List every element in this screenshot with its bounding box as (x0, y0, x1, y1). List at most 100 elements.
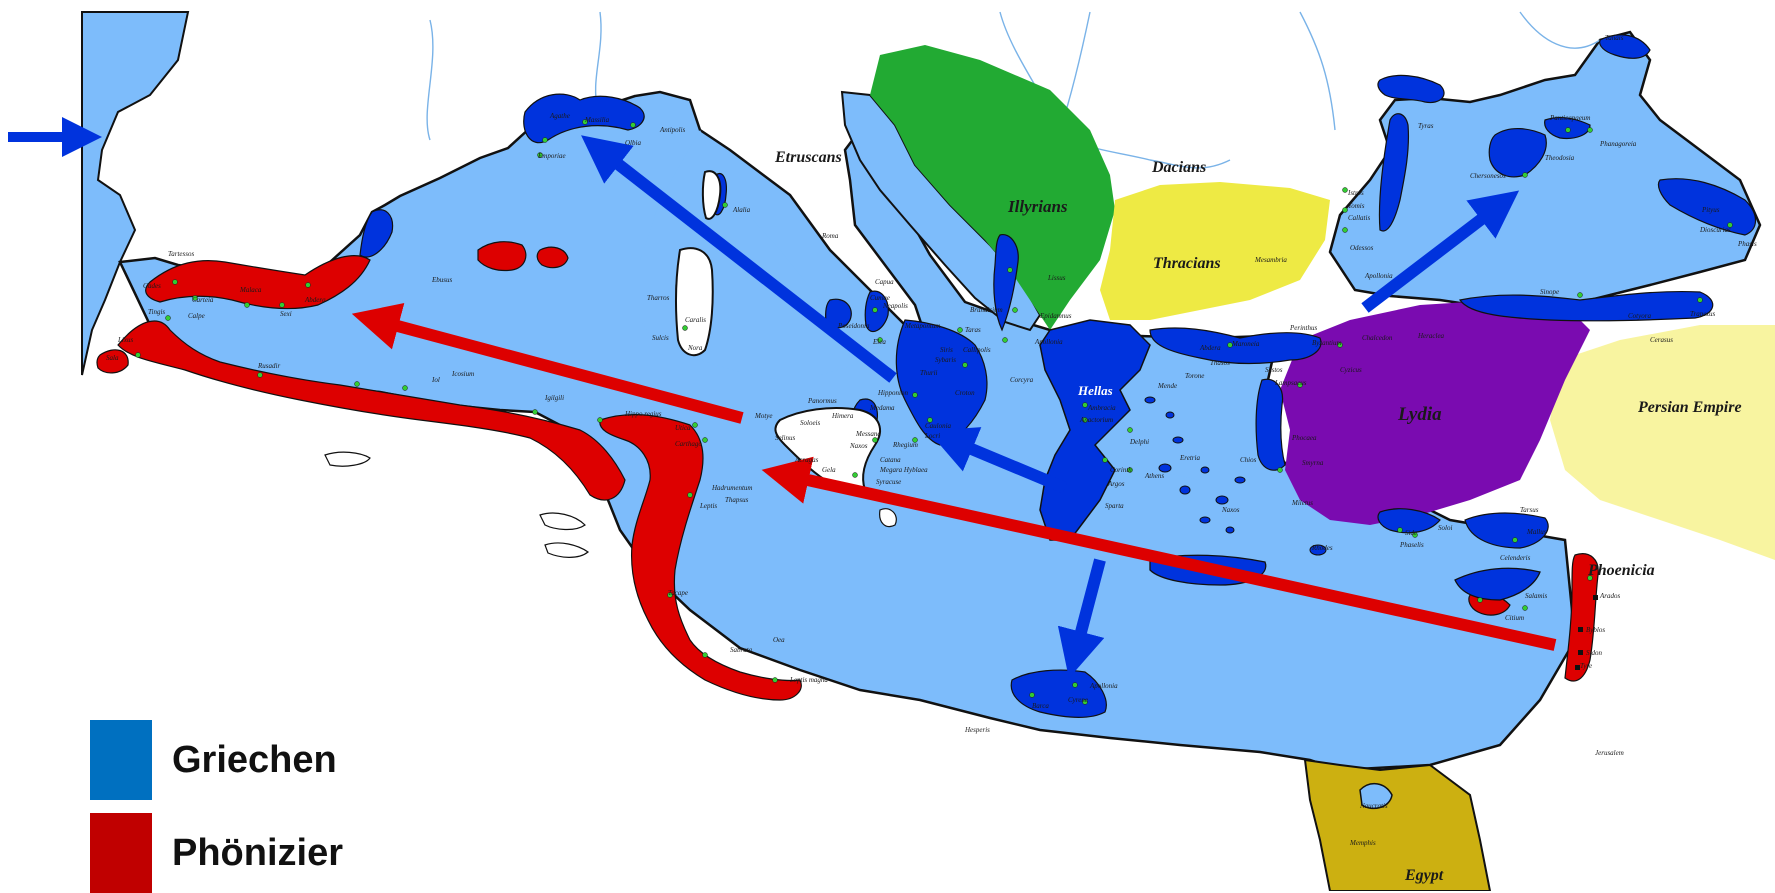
city-label: Alalia (732, 206, 751, 214)
legend-phoenicians: Phönizier (90, 813, 343, 893)
phoenician-arrow-carthage (761, 456, 1557, 651)
city-label: Phasis (1737, 240, 1757, 248)
city-label: Maroneia (1231, 340, 1260, 348)
city-label: Tacape (668, 589, 688, 597)
city-label: Memphis (1349, 839, 1376, 847)
city-label: Elea (872, 338, 886, 346)
label-persian-empire: Persian Empire (1637, 399, 1742, 416)
city-label: Olbia (625, 139, 641, 147)
city-label: Siris (940, 346, 953, 354)
city-label: Carthago (675, 440, 702, 448)
city-label: Miletus (1291, 499, 1313, 507)
city-label: Oea (773, 636, 785, 644)
city-label: Barca (1032, 702, 1049, 710)
city-label: Phanagoreia (1599, 140, 1637, 148)
label-dacians: Dacians (1151, 159, 1206, 176)
city-label: Cotyora (1628, 312, 1651, 320)
city-label: Nora (687, 344, 703, 352)
city-label: Side (1405, 529, 1417, 537)
city-label: Epidamnus (1039, 312, 1072, 320)
migration-arrows (8, 117, 1557, 679)
city-label: Byblos (1586, 626, 1605, 634)
city-label: Thasos (1210, 359, 1230, 367)
city-label: Sidon (1586, 649, 1602, 657)
city-label: Tingis (148, 308, 165, 316)
city-label: Byzantium (1312, 339, 1342, 347)
egypt-region (1303, 758, 1492, 891)
label-etruscans: Etruscans (774, 149, 842, 166)
city-label: Himera (831, 412, 854, 420)
city-label: Lampsacus (1274, 379, 1307, 387)
city-label: Anactorium (1079, 416, 1113, 424)
city-label: Chersonesos (1470, 172, 1506, 180)
city-label: Tanais (1605, 34, 1624, 42)
city-label: Cyrene (1068, 696, 1088, 704)
city-label: Igilgili (544, 394, 564, 402)
city-label: Cyzicus (1340, 366, 1362, 374)
city-label: Rhodes (1311, 544, 1333, 552)
illyrians-region (870, 45, 1115, 330)
city-label: Dioscurias (1699, 226, 1731, 234)
city-label: Naxos (849, 442, 868, 450)
city-label: Cerasus (1650, 336, 1673, 344)
city-label: Thapsus (725, 496, 749, 504)
city-label: Sparta (1105, 502, 1124, 510)
city-label: Panormus (807, 397, 837, 405)
sardinia-island (674, 247, 714, 357)
city-label: Corinth (1110, 466, 1132, 474)
city-label: Sulcis (652, 334, 669, 342)
city-label: Carteia (192, 296, 214, 304)
city-label: Trapezus (1690, 310, 1716, 318)
city-label: Perinthus (1289, 324, 1317, 332)
city-label: Mende (1157, 382, 1177, 390)
city-label: Syracuse (876, 478, 901, 486)
city-label: Torone (1185, 372, 1204, 380)
city-label: Eretria (1179, 454, 1200, 462)
city-label: Caralis (685, 316, 706, 324)
phoenician-arrow-spain (351, 303, 744, 424)
city-label: Apollonia (1364, 272, 1393, 280)
city-label: Sexi (280, 310, 292, 318)
city-label: Motye (754, 412, 773, 420)
city-label: Agathe (549, 112, 570, 120)
hellas-region (1039, 319, 1151, 541)
lydia-region (1280, 300, 1590, 525)
city-label: Leptis (699, 502, 717, 510)
legend-label-greeks: Griechen (172, 738, 337, 781)
city-label: Hippo regius (624, 410, 662, 418)
city-label: Naxos (1221, 506, 1240, 514)
city-label: Citium (1505, 614, 1524, 622)
adriatic-sea (840, 90, 1042, 332)
city-label: Brundisium (970, 306, 1003, 314)
city-label: Ebusus (431, 276, 453, 284)
city-label: Sestos (1265, 366, 1283, 374)
city-label: Soloeis (800, 419, 820, 427)
city-label: Emporiae (537, 152, 566, 160)
small-islands (1144, 396, 1327, 556)
label-illyrians: Illyrians (1007, 197, 1068, 216)
city-label: Cumae (870, 294, 890, 302)
city-label: Mesambria (1254, 256, 1287, 264)
city-label: Smyrna (1302, 459, 1324, 467)
legend-greeks: Griechen (90, 720, 337, 800)
city-label: Panticapaeum (1549, 114, 1590, 122)
city-label: Phocaea (1291, 434, 1317, 442)
city-label: Utica (675, 424, 691, 432)
city-label: Theodosia (1545, 154, 1575, 162)
city-label: Odessos (1350, 244, 1374, 252)
city-label: Croton (955, 389, 975, 397)
city-label: Callatis (1348, 214, 1370, 222)
city-label: Salamis (1525, 592, 1547, 600)
city-label: Tarsus (1520, 506, 1539, 514)
city-label: Ambracia (1087, 404, 1116, 412)
label-egypt: Egypt (1404, 867, 1444, 884)
greek-arrow-massilia (581, 135, 897, 383)
cyprus-island (1454, 567, 1541, 601)
corsica-island (701, 170, 722, 220)
city-label: Thurii (920, 369, 938, 377)
city-label: Sinope (1540, 288, 1559, 296)
city-label: Tomis (1348, 202, 1365, 210)
city-label: Massilia (584, 116, 610, 124)
city-label: Chalcedon (1362, 334, 1393, 342)
